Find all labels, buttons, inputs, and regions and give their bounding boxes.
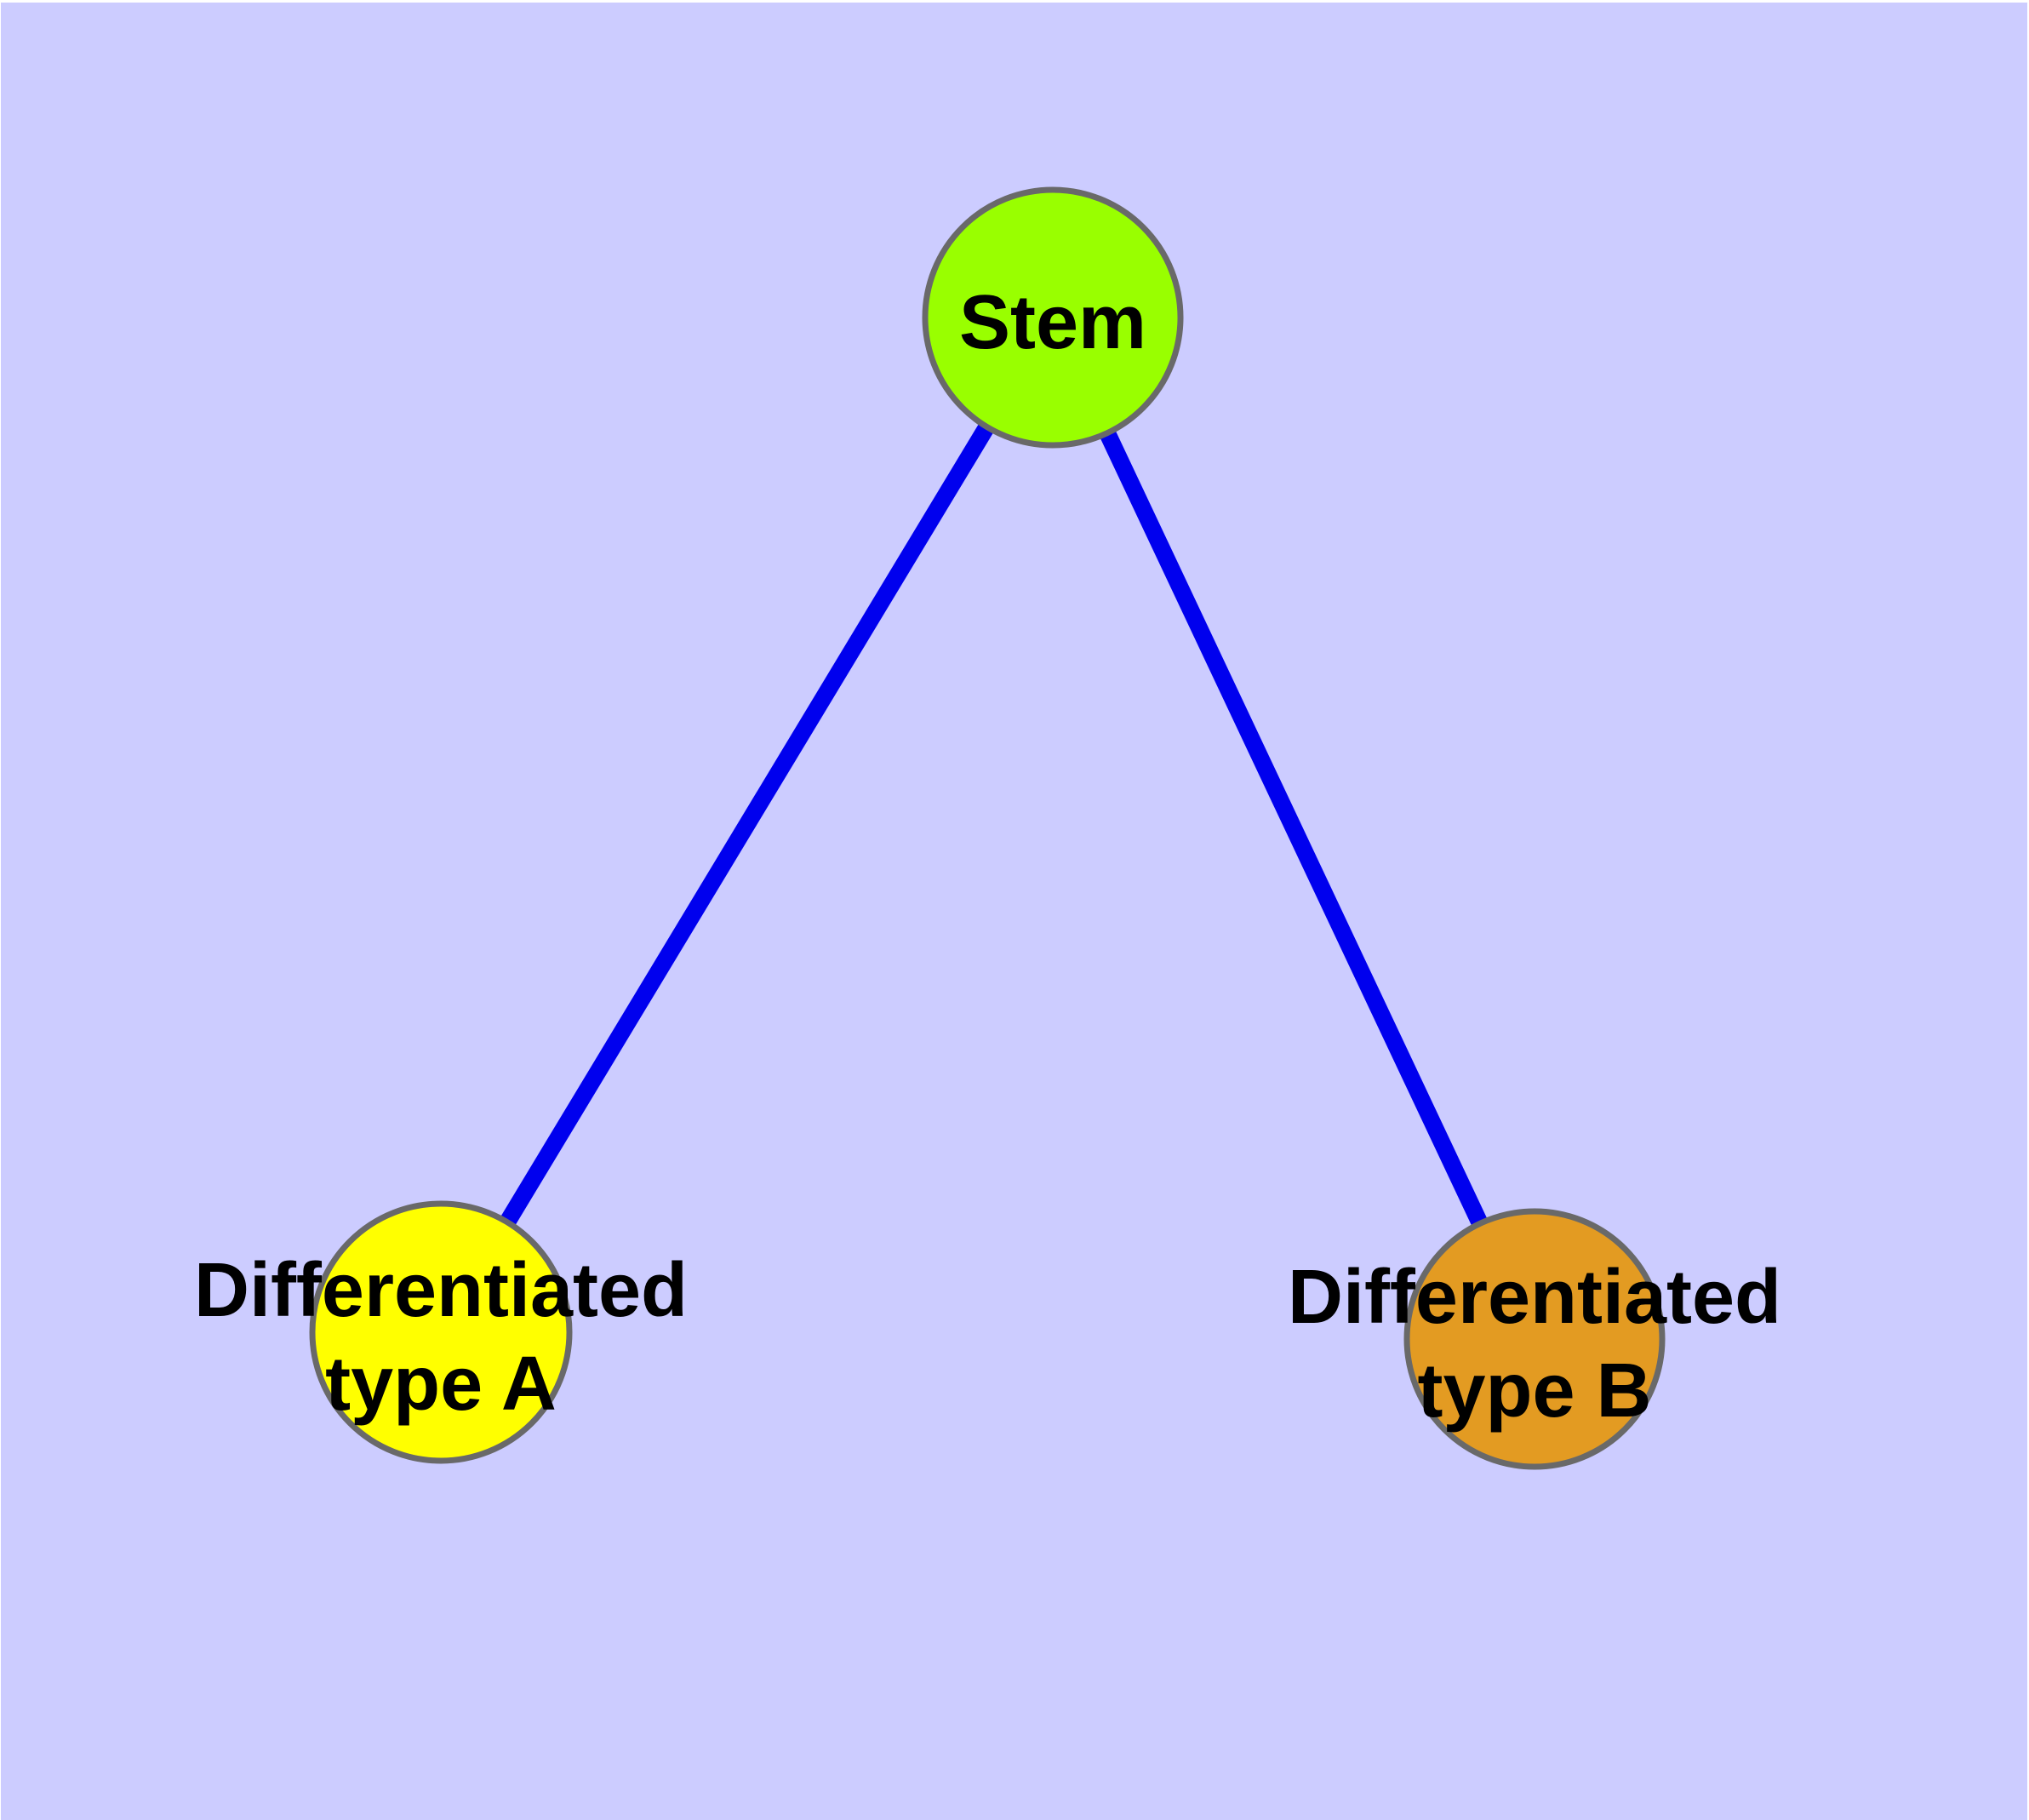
node-differentiated-type-a-label: type A [325,1342,557,1427]
node-differentiated-type-b-label: type B [1417,1348,1651,1434]
node-differentiated-type-a-label: Differentiated [194,1248,688,1333]
node-differentiated-type-b-label: Differentiated [1288,1255,1781,1340]
node-differentiated-type-a-circle [309,1200,573,1464]
edge-stem-to-differentiated-type-b [1044,313,1543,1343]
node-stem-circle [922,186,1184,449]
edge-stem-to-differentiated-type-a [433,312,1060,1337]
node-stem-label: Stem [959,280,1146,365]
node-differentiated-type-b-circle [1403,1208,1666,1470]
